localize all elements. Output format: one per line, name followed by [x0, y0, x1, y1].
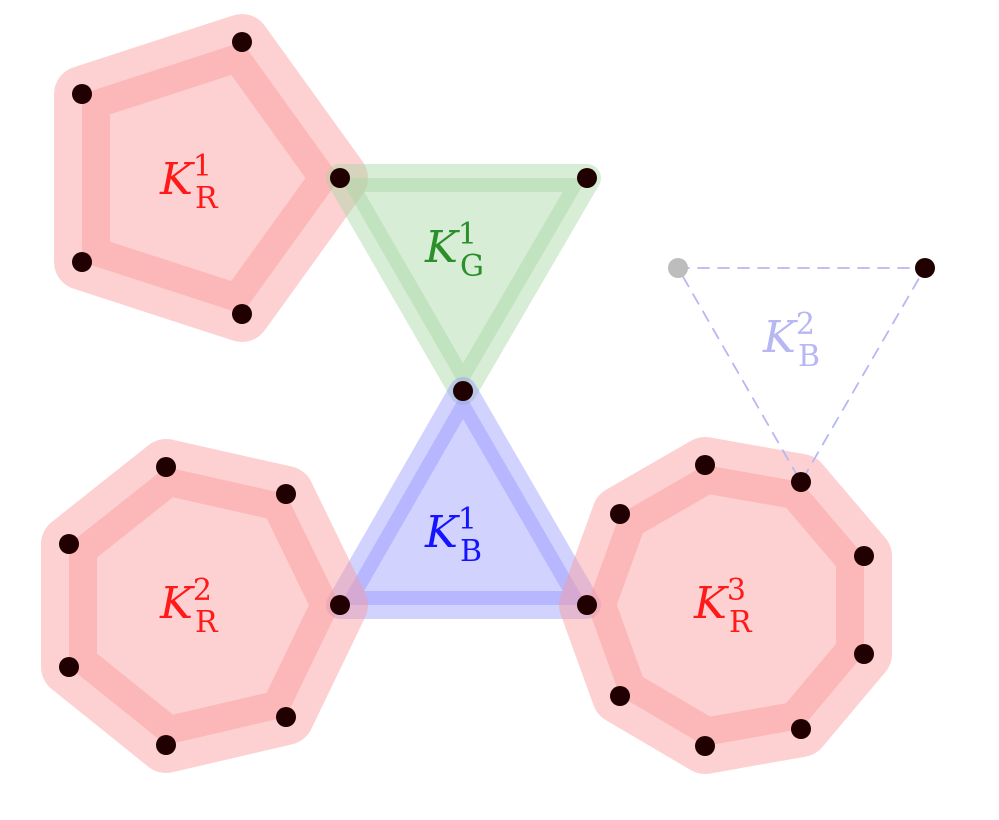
vertex — [854, 546, 874, 566]
vertex — [915, 258, 935, 278]
vertex — [276, 484, 296, 504]
vertex — [72, 84, 92, 104]
triangle-kg1-region — [326, 164, 601, 405]
vertex-faded — [668, 258, 688, 278]
triangle-kb2-outline — [677, 267, 926, 483]
vertex — [453, 381, 473, 401]
vertex — [610, 686, 630, 706]
heptagon-kr2-region — [41, 439, 368, 773]
vertex — [232, 32, 252, 52]
vertex — [156, 457, 176, 477]
vertex — [59, 657, 79, 677]
vertex — [330, 595, 350, 615]
nonagon-kr3-region — [559, 437, 892, 774]
vertex — [577, 595, 597, 615]
triangle-kb1-region — [326, 377, 601, 619]
vertex — [276, 707, 296, 727]
pentagon-kr1-region — [54, 14, 368, 342]
vertex — [72, 252, 92, 272]
vertex — [791, 472, 811, 492]
vertex — [156, 735, 176, 755]
hyperedge-regions — [41, 14, 926, 774]
vertex — [610, 504, 630, 524]
vertex — [695, 736, 715, 756]
vertex — [232, 304, 252, 324]
vertex — [695, 455, 715, 475]
vertex — [854, 644, 874, 664]
vertex — [330, 168, 350, 188]
vertex — [577, 168, 597, 188]
vertices — [59, 32, 935, 756]
vertex — [791, 719, 811, 739]
vertex — [59, 534, 79, 554]
